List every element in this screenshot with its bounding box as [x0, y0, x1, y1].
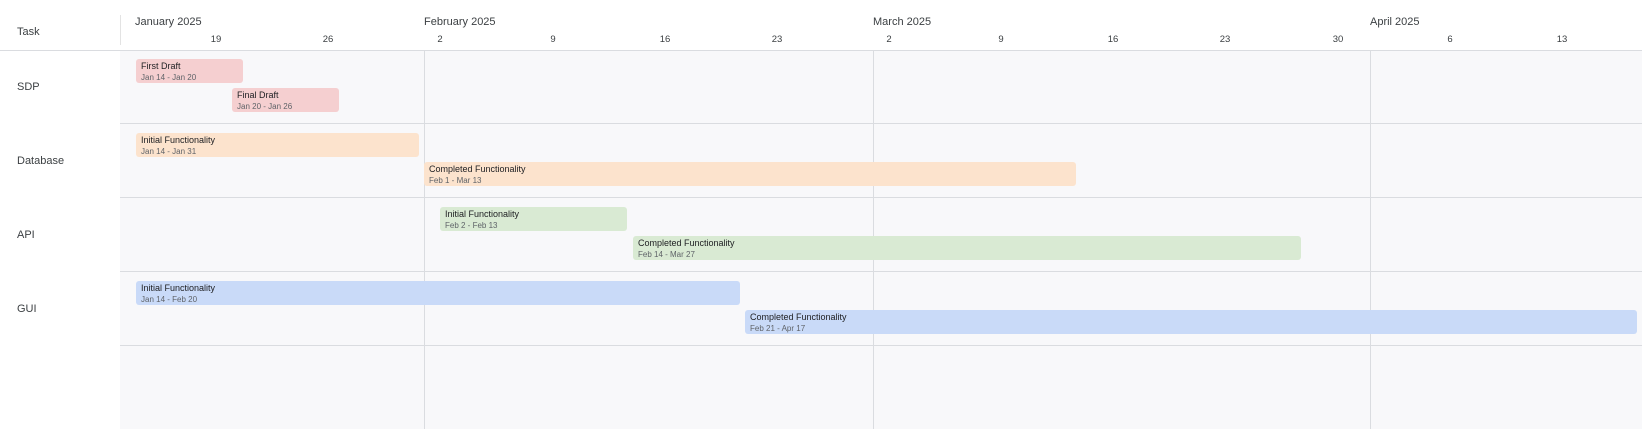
task-name: Completed Functionality	[638, 238, 735, 248]
task-name: Completed Functionality	[429, 164, 526, 174]
task-column-header: Task	[17, 26, 40, 38]
task-dates: Jan 20 - Jan 26	[237, 102, 293, 111]
day-tick-label: 16	[1107, 34, 1119, 45]
month-label: February 2025	[424, 16, 496, 28]
task-name: Initial Functionality	[445, 209, 520, 219]
day-tick-label: 23	[1219, 34, 1231, 45]
day-tick-label: 23	[771, 34, 783, 45]
row-separator	[120, 345, 1642, 346]
row-label-database: Database	[17, 155, 65, 167]
task-name: First Draft	[141, 61, 181, 71]
day-tick-label: 2	[886, 34, 892, 45]
task-dates: Feb 2 - Feb 13	[445, 221, 498, 230]
row-label-api: API	[17, 229, 35, 241]
day-tick-label: 19	[210, 34, 222, 45]
day-tick-label: 2	[437, 34, 443, 45]
task-dates: Feb 14 - Mar 27	[638, 250, 695, 259]
row-separator	[120, 123, 1642, 124]
task-name: Initial Functionality	[141, 283, 216, 293]
task-column-divider	[120, 15, 121, 45]
header-divider	[0, 50, 1642, 51]
row-label-sdp: SDP	[17, 81, 40, 93]
row-separator	[120, 271, 1642, 272]
day-tick-label: 9	[998, 34, 1004, 45]
month-gridline	[424, 51, 425, 429]
task-name: Initial Functionality	[141, 135, 216, 145]
row-separator	[120, 197, 1642, 198]
day-tick-label: 16	[659, 34, 671, 45]
task-dates: Jan 14 - Feb 20	[141, 295, 198, 304]
day-tick-label: 30	[1332, 34, 1344, 45]
task-name: Final Draft	[237, 90, 279, 100]
task-dates: Feb 1 - Mar 13	[429, 176, 482, 185]
task-dates: Feb 21 - Apr 17	[750, 324, 806, 333]
month-label: January 2025	[135, 16, 202, 28]
day-tick-label: 26	[322, 34, 334, 45]
task-name: Completed Functionality	[750, 312, 847, 322]
task-dates: Jan 14 - Jan 20	[141, 73, 197, 82]
task-dates: Jan 14 - Jan 31	[141, 147, 197, 156]
day-tick-label: 13	[1556, 34, 1568, 45]
row-label-gui: GUI	[17, 303, 37, 315]
month-label: April 2025	[1370, 16, 1420, 28]
day-tick-label: 9	[550, 34, 556, 45]
day-tick-label: 6	[1447, 34, 1453, 45]
month-gridline	[1370, 51, 1371, 429]
month-label: March 2025	[873, 16, 932, 28]
